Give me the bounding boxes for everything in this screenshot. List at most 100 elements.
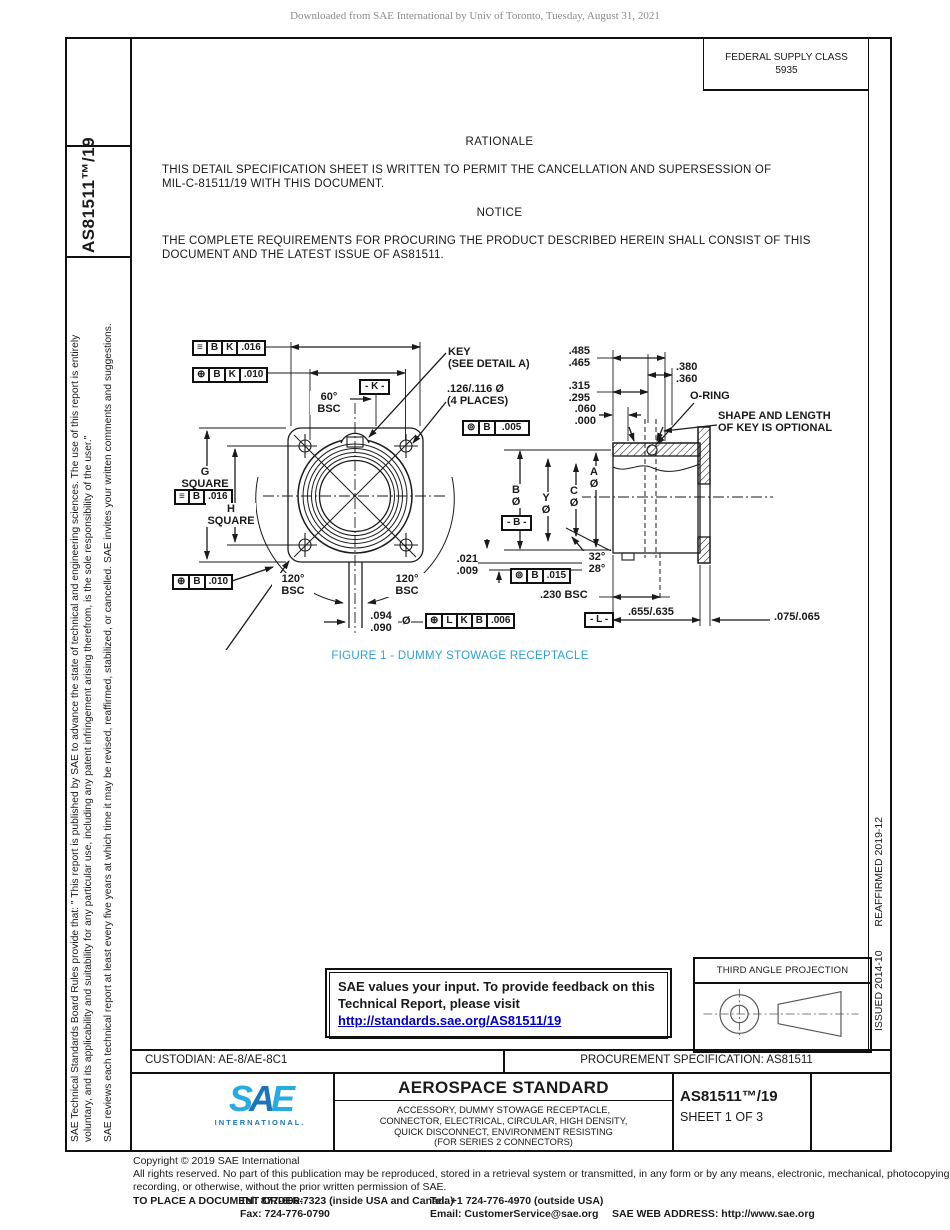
tolerance-value: .010 — [208, 576, 229, 587]
datum-k-flag: - K - — [359, 379, 391, 395]
web-address: SAE WEB ADDRESS: http://www.sae.org — [612, 1208, 815, 1220]
projection-title: THIRD ANGLE PROJECTION — [695, 959, 870, 984]
aerospace-standard-heading: AEROSPACE STANDARD — [398, 1078, 609, 1097]
main-frame — [65, 37, 892, 1152]
rationale-title: RATIONALE — [465, 136, 534, 148]
datum-ref: K — [226, 369, 241, 381]
sidebar-box-line-bottom — [65, 256, 132, 258]
gdt-concentricity-icon: ⊚ — [464, 422, 481, 434]
dim-094-090: .094.090 — [364, 610, 398, 634]
notice-line: THE COMPLETE REQUIREMENTS FOR PROCURING … — [162, 235, 811, 247]
datum-ref: B — [473, 615, 488, 627]
procurement-label: PROCUREMENT SPECIFICATION: AS81511 — [580, 1054, 813, 1066]
datum-ref: B — [528, 570, 544, 582]
sae-logo-letters: SAE — [228, 1078, 295, 1119]
datum-l-flag: - L - — [584, 612, 615, 628]
title-block-divider — [672, 1074, 674, 1150]
feedback-link[interactable]: http://standards.sae.org/AS81511/19 — [338, 1013, 562, 1028]
datum-ref: K — [458, 615, 473, 627]
sidebar-box-line-top — [65, 145, 131, 147]
gdt-concentricity-icon: ⊚ — [512, 570, 529, 582]
feedback-box-inner: SAE values your input. To provide feedba… — [329, 972, 668, 1039]
tel-outside: Tel: +1 724-776-4970 (outside USA) — [430, 1195, 604, 1207]
standard-subtitle: ACCESSORY, DUMMY STOWAGE RECEPTACLE, CON… — [379, 1105, 628, 1148]
feedback-line-2: Technical Report, please visit — [338, 996, 520, 1011]
projection-box: THIRD ANGLE PROJECTION — [693, 957, 872, 1053]
email-address: Email: CustomerService@sae.org — [430, 1208, 599, 1220]
figure-1-drawing — [199, 342, 773, 650]
datum-ref: B — [480, 422, 496, 434]
holes-note: .126/.116 Ø(4 PLACES) — [447, 383, 509, 407]
feature-control-frame-symmetry-g: ≡B.016 — [174, 489, 233, 505]
sae-logo-subtext: INTERNATIONAL. — [214, 1118, 306, 1127]
rationale-line: MIL-C-81511/19 WITH THIS DOCUMENT. — [162, 178, 385, 190]
copyright-line: Copyright © 2019 SAE International — [133, 1155, 300, 1167]
title-block-divider — [333, 1074, 335, 1150]
datum-ref: B — [210, 369, 226, 381]
fax-number: Fax: 724-776-0790 — [240, 1208, 330, 1220]
notice-line: DOCUMENT AND THE LATEST ISSUE OF AS81511… — [162, 249, 444, 261]
figure-caption: FIGURE 1 - DUMMY STOWAGE RECEPTACLE — [331, 650, 589, 662]
feedback-line-1: SAE values your input. To provide feedba… — [338, 979, 655, 994]
order-label: TO PLACE A DOCUMENT ORDER: — [133, 1195, 304, 1207]
feedback-box: SAE values your input. To provide feedba… — [325, 968, 672, 1039]
issued-date: ISSUED 2014-10 — [873, 950, 885, 1031]
rights-line-1: All rights reserved. No part of this pub… — [133, 1168, 950, 1180]
tolerance-value: .006 — [490, 615, 511, 626]
notice-body: THE COMPLETE REQUIREMENTS FOR PROCURING … — [162, 234, 862, 262]
datum-ref: B — [208, 342, 224, 354]
rationale-body: THIS DETAIL SPECIFICATION SHEET IS WRITT… — [162, 163, 862, 191]
notice-title: NOTICE — [476, 207, 523, 219]
gdt-symmetry-icon: ≡ — [176, 491, 190, 503]
sheet-number: SHEET 1 OF 3 — [680, 1110, 764, 1124]
dim-021-009: .021.009 — [446, 553, 478, 577]
tolerance-value: .016 — [208, 491, 228, 502]
fsc-box: FEDERAL SUPPLY CLASS 5935 — [703, 37, 869, 91]
tolerance-value: .016 — [241, 342, 261, 353]
tolerance-value: .005 — [501, 422, 522, 433]
dim-655-635: .655/.635 — [628, 606, 674, 618]
tolerance-value: .010 — [243, 369, 264, 380]
datum-b-flag: - B - — [501, 515, 533, 531]
row-line — [131, 1049, 890, 1051]
dim-230-bsc: .230 BSC — [540, 589, 588, 601]
sidebar-divider — [130, 37, 132, 1150]
dim-380-360: .380.360 — [676, 361, 698, 385]
rationale-line: THIS DETAIL SPECIFICATION SHEET IS WRITT… — [162, 164, 772, 176]
row-line — [131, 1072, 890, 1074]
gdt-position-icon: ⊕ — [174, 576, 191, 588]
dim-075-065: .075/.065 — [774, 611, 820, 623]
dim-315-295: .315.295 — [550, 380, 590, 404]
dim-60-bsc: 60°BSC — [310, 391, 348, 415]
gdt-position-icon: ⊕ — [194, 369, 211, 381]
dim-32-28: 32°28° — [582, 551, 612, 575]
oring-label: O-RING — [690, 390, 730, 402]
dim-060-000: .060.000 — [556, 403, 596, 427]
tolerance-value: .015 — [546, 570, 567, 581]
dim-120-bsc-left: 120°BSC — [272, 573, 314, 597]
feature-control-frame-concentricity-005: ⊚B .005 — [462, 420, 530, 436]
issued-reaffirmed-text: ISSUED 2014-10 REAFFIRMED 2019-12 — [873, 743, 885, 1031]
rights-line-2: recording, or otherwise, without the pri… — [133, 1181, 447, 1193]
heading-underline — [335, 1100, 672, 1101]
right-column-line — [868, 37, 869, 1051]
custodian-label: CUSTODIAN: AE-8/AE-8C1 — [145, 1054, 288, 1066]
title-block-divider — [810, 1074, 812, 1150]
diameter-symbol: Ø — [402, 615, 411, 627]
download-notice: Downloaded from SAE International by Uni… — [290, 10, 660, 22]
dim-120-bsc-right: 120°BSC — [386, 573, 428, 597]
datum-ref: L — [443, 615, 458, 627]
datum-ref: B — [190, 576, 206, 588]
gdt-symmetry-icon: ≡ — [194, 342, 208, 354]
reaffirmed-date: REAFFIRMED 2019-12 — [873, 816, 885, 927]
